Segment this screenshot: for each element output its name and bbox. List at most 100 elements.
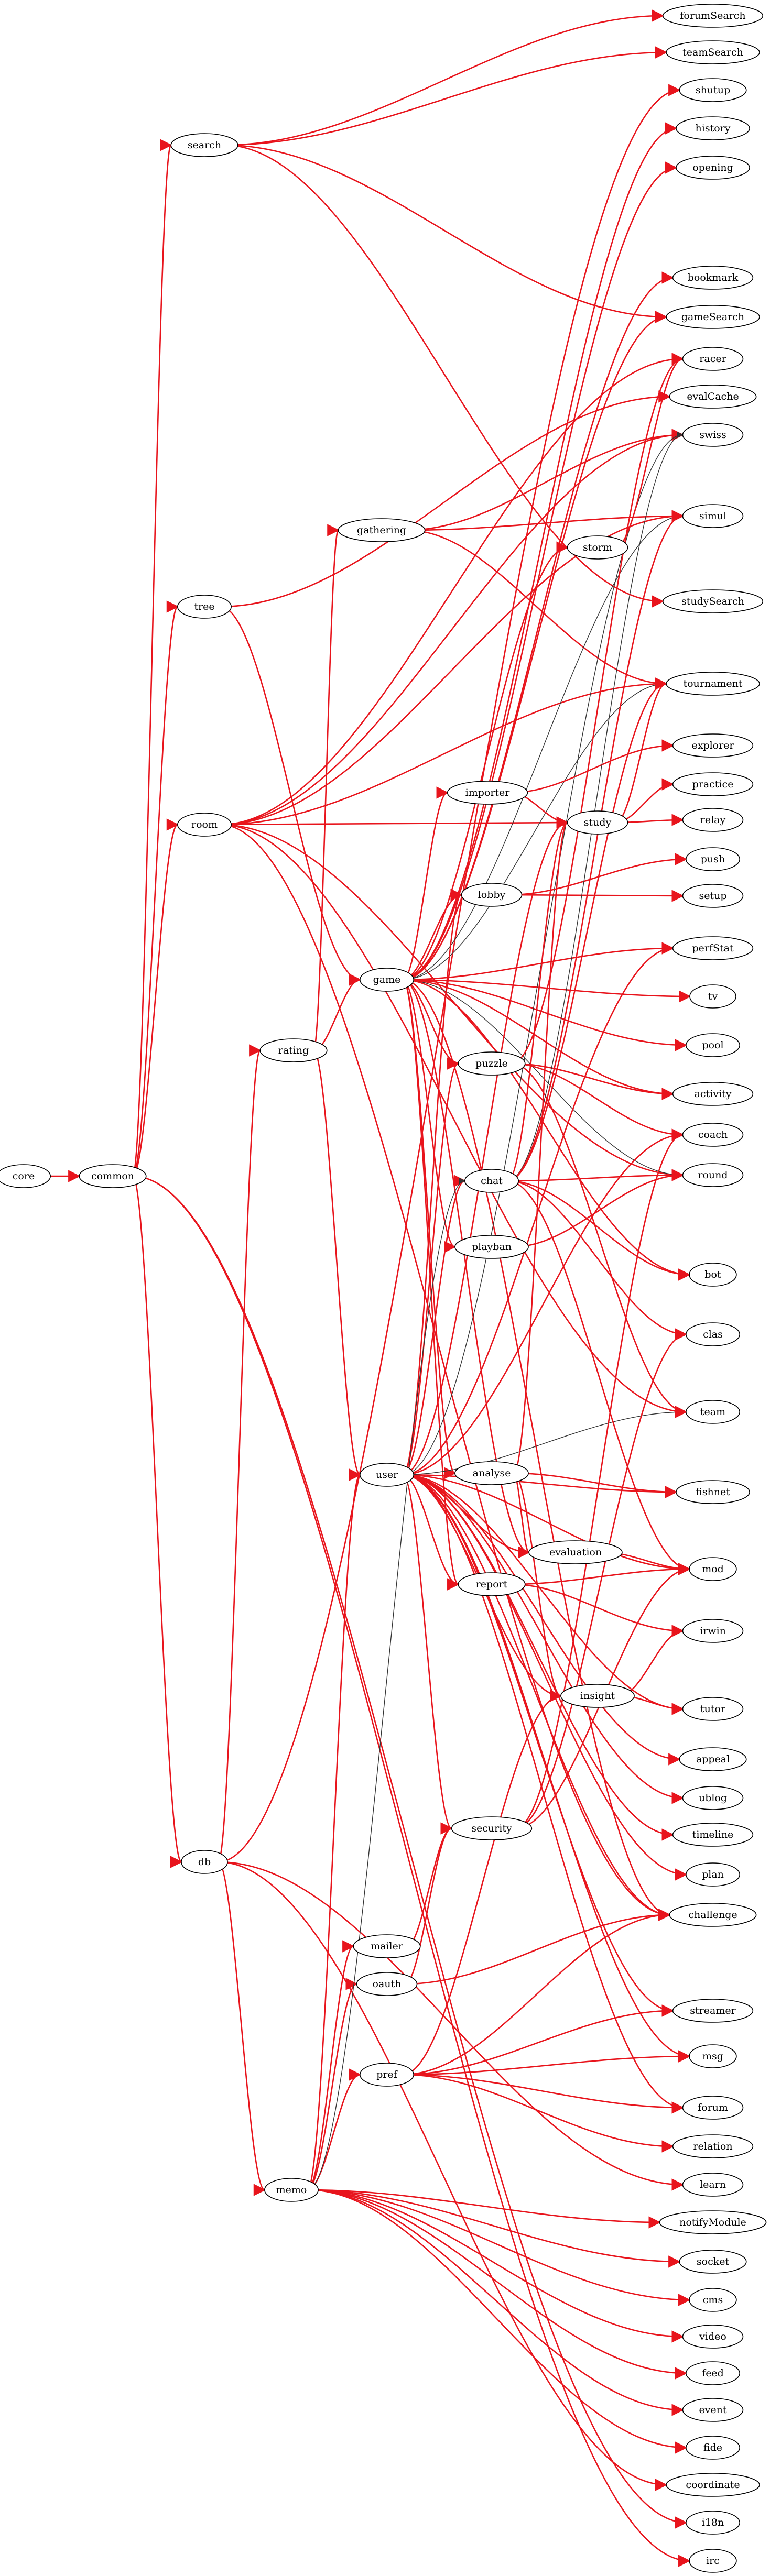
node-ellipse-socket [679, 2250, 747, 2274]
node-label-forum: forum [698, 2102, 728, 2113]
node-ellipse-puzzle [458, 1051, 526, 1076]
node-label-pref: pref [376, 2069, 398, 2080]
node-label-tree: tree [194, 601, 214, 612]
node-db: db [181, 1850, 228, 1874]
node-ellipse-forum [682, 2096, 744, 2120]
node-label-timeline: timeline [692, 1829, 734, 1840]
node-challenge: challenge [669, 1903, 757, 1927]
node-feed: feed [686, 2361, 741, 2385]
node-security: security [451, 1816, 533, 1840]
node-label-clas: clas [703, 1329, 723, 1340]
node-label-video: video [699, 2331, 726, 2342]
node-setup: setup [682, 884, 744, 908]
edge-pref-to-insight [403, 1690, 562, 2076]
node-evaluation: evaluation [528, 1540, 623, 1564]
node-core: core [0, 1164, 51, 1188]
edge-pref-to-relation [403, 2074, 674, 2153]
node-ellipse-analyse [454, 1461, 529, 1485]
node-label-irwin: irwin [700, 1625, 726, 1637]
edge-pref-to-streamer [403, 2004, 674, 2076]
edge-chat-to-study [507, 816, 569, 1182]
node-clas: clas [686, 1322, 741, 1346]
node-ellipse-memo [264, 2178, 319, 2202]
node-label-studySearch: studySearch [681, 596, 744, 607]
edge-analyse-to-insight [513, 1472, 562, 1702]
edge-chat-to-round [507, 1169, 684, 1182]
node-ellipse-forumSearch [662, 4, 764, 28]
node-label-activity: activity [695, 1088, 732, 1100]
node-gameSearch: gameSearch [666, 305, 760, 329]
edge-game-to-opening [403, 161, 678, 981]
node-label-playban: playban [472, 1241, 512, 1253]
node-label-db: db [198, 1856, 211, 1868]
node-ellipse-feed [686, 2361, 741, 2385]
node-ellipse-mailer [353, 1934, 421, 1958]
edge-security-to-clas [515, 1328, 688, 1829]
node-ellipse-history [676, 116, 750, 140]
node-gathering: gathering [338, 518, 426, 542]
edge-importer-to-explorer [511, 739, 674, 794]
node-label-security: security [471, 1823, 512, 1834]
node-evalCache: evalCache [669, 385, 757, 409]
node-relation: relation [672, 2134, 754, 2158]
node-label-cms: cms [703, 2294, 723, 2306]
node-forum: forum [682, 2096, 744, 2120]
node-ellipse-playban [454, 1235, 529, 1259]
node-memo: memo [264, 2178, 319, 2202]
node-ellipse-clas [686, 1322, 741, 1346]
node-timeline: timeline [672, 1823, 754, 1847]
node-lobby: lobby [461, 883, 523, 907]
node-ellipse-coach [682, 1123, 744, 1147]
node-ellipse-simul [682, 504, 744, 528]
edge-memo-to-fide [307, 2189, 688, 2454]
edge-report-to-irwin [512, 1583, 684, 1637]
edge-playban-to-round [514, 1169, 684, 1248]
node-label-room: room [191, 819, 218, 830]
node-label-msg: msg [702, 2051, 723, 2062]
node-label-user: user [376, 1469, 398, 1481]
node-ellipse-security [451, 1816, 533, 1840]
node-ellipse-shutup [679, 78, 747, 102]
edge-room-to-swiss [220, 429, 684, 826]
node-opening: opening [676, 156, 750, 180]
node-label-practice: practice [692, 779, 734, 790]
edge-puzzle-to-activity [512, 1062, 674, 1100]
node-ellipse-pref [359, 2063, 414, 2087]
edge-room-to-study [220, 816, 569, 829]
node-ellipse-rating [259, 1038, 328, 1062]
node-ellipse-tv [689, 984, 736, 1009]
node-coordinate: coordinate [666, 2473, 760, 2497]
node-label-appeal: appeal [696, 1753, 730, 1765]
node-label-socket: socket [697, 2256, 730, 2267]
edge-user-to-fishnet [403, 1474, 678, 1498]
edge-puzzle-to-team [512, 1062, 688, 1418]
node-ellipse-pool [686, 1033, 741, 1057]
edges-layer [39, 9, 691, 2567]
node-ellipse-storm [567, 535, 628, 560]
node-ellipse-round [682, 1163, 744, 1187]
node-ellipse-insight [560, 1684, 635, 1708]
node-label-lobby: lobby [478, 889, 506, 901]
edge-user-to-team [403, 1408, 687, 1475]
node-label-gameSearch: gameSearch [681, 311, 744, 323]
edge-game-to-storm [403, 541, 569, 981]
edge-memo-to-video [307, 2189, 684, 2343]
node-ellipse-event [682, 2398, 744, 2422]
node-event: event [682, 2398, 744, 2422]
edge-security-to-coach [515, 1128, 684, 1829]
edge-memo-to-feed [307, 2189, 688, 2380]
node-practice: practice [672, 772, 754, 796]
edge-db-to-learn [218, 1861, 684, 2191]
node-label-round: round [698, 1169, 728, 1181]
node-ellipse-evaluation [528, 1540, 623, 1564]
node-oauth: oauth [356, 1972, 418, 1996]
edge-user-to-forum [403, 1474, 684, 2114]
node-label-challenge: challenge [688, 1909, 737, 1921]
edge-search-to-teamSearch [224, 46, 668, 146]
node-simul: simul [682, 504, 744, 528]
node-ellipse-db [181, 1850, 228, 1874]
edge-tree-to-game [220, 606, 362, 986]
node-label-streamer: streamer [690, 2005, 736, 2016]
edge-common-to-room [132, 818, 179, 1177]
edge-tree-to-evalCache [220, 390, 671, 608]
